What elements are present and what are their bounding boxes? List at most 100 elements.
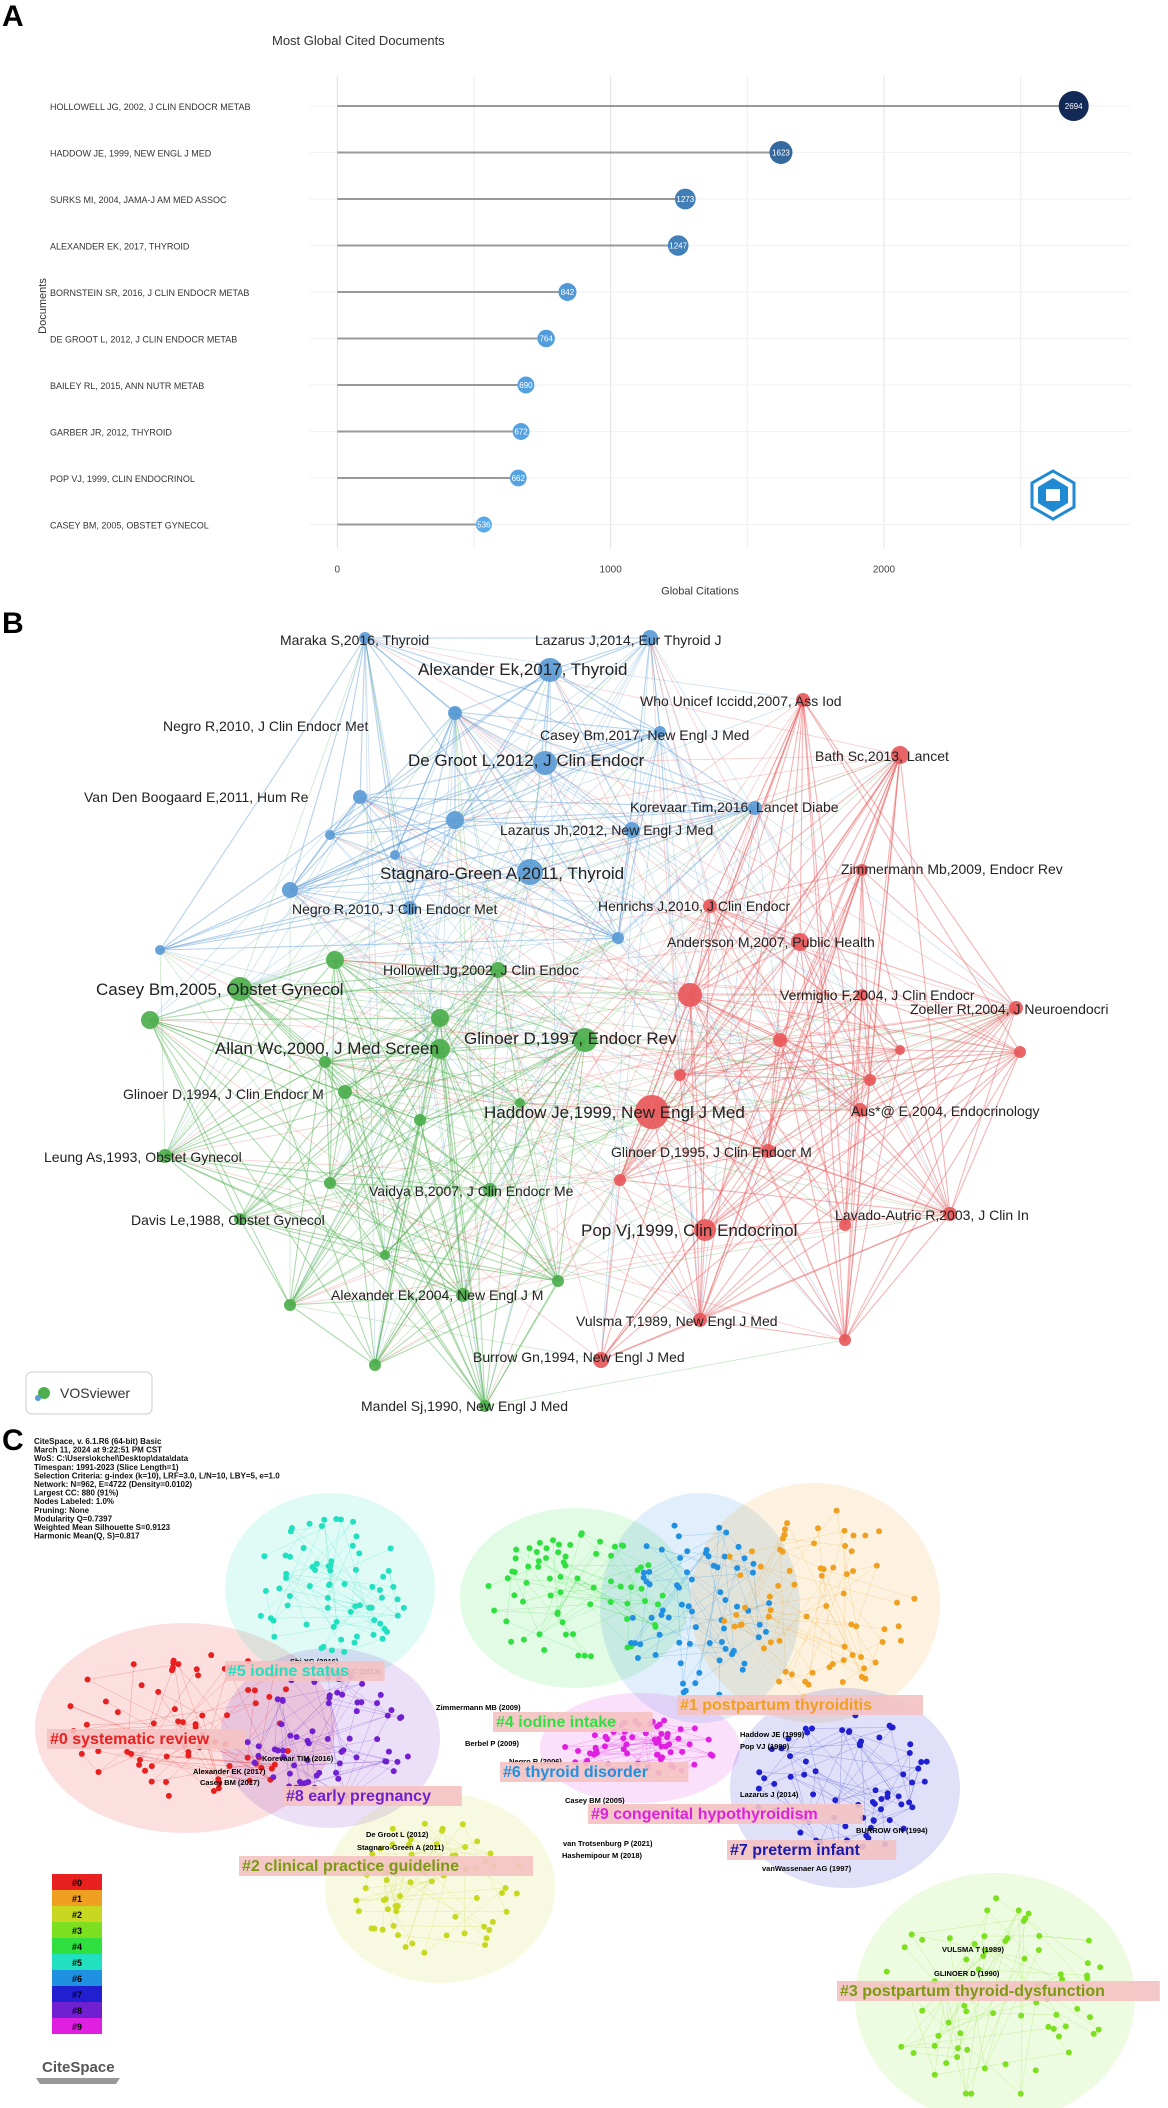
lollipop-dot [1058, 91, 1089, 121]
network-edge [149, 969, 499, 1021]
network-node [1065, 2049, 1072, 2056]
network-node [900, 1825, 907, 1832]
y-tick-label: SURKS MI, 2004, JAMA-J AM MED ASSOC [50, 195, 227, 205]
network-edge [164, 1155, 621, 1181]
network-edge [289, 871, 531, 891]
network-edge [329, 1697, 342, 1752]
network-edge [662, 1549, 707, 1611]
network-edge [441, 1830, 453, 1856]
info-line: March 11, 2024 at 9:22:51 PM CST [34, 1446, 162, 1455]
chart-c-citespace: CiteSpace, v. 6.1.R6 (64-bit) BasicMarch… [34, 1437, 1160, 2108]
network-node [487, 1850, 494, 1857]
panel-b-letter: B [2, 607, 24, 640]
network-edge [329, 834, 861, 1111]
network-edge [649, 637, 661, 733]
network-edge [594, 1734, 624, 1750]
network-edge [289, 889, 871, 1081]
network-edge [911, 1934, 1025, 1959]
network-edge [454, 711, 491, 1191]
network-node [909, 1779, 916, 1786]
network-node [353, 1708, 360, 1715]
network-node [993, 1895, 1000, 1902]
network-edge [779, 754, 901, 1041]
network-edge [439, 712, 456, 1019]
network-node [255, 1752, 262, 1759]
network-edge [283, 1751, 342, 1758]
network-node [791, 933, 809, 951]
network-node [340, 1747, 347, 1754]
network-node [990, 2010, 997, 2017]
network-edge [359, 796, 491, 1191]
network-node [808, 1725, 815, 1732]
network-node [766, 1600, 773, 1607]
network-node [346, 1735, 353, 1742]
network-edge [289, 969, 499, 1306]
legend-label: #5 [72, 1958, 82, 1968]
network-edge [439, 1017, 464, 1296]
network-node [963, 2008, 970, 2015]
network-node [377, 1845, 384, 1852]
network-node [655, 1735, 662, 1742]
network-edge [462, 699, 804, 1296]
network-edge [439, 969, 499, 1050]
network-edge [159, 949, 486, 1407]
network-node [389, 1841, 396, 1848]
network-node [368, 1604, 375, 1611]
network-node [734, 1564, 741, 1571]
network-edge [686, 1572, 759, 1638]
network-edge [409, 907, 619, 939]
network-node [801, 1771, 808, 1778]
network-edge [565, 1565, 632, 1588]
node-label: Haddow Je,1999, New Engl J Med [484, 1103, 745, 1122]
network-edge [239, 1218, 464, 1296]
network-edge [709, 905, 861, 1111]
network-node [954, 2054, 961, 2061]
network-edge [329, 807, 756, 836]
network-edge [159, 949, 706, 1231]
cluster-label-bg [500, 1762, 689, 1782]
network-edge [344, 731, 661, 1093]
network-edge [949, 1051, 1021, 1215]
network-edge [289, 1179, 621, 1306]
network-node [356, 1550, 363, 1557]
network-node [677, 1554, 684, 1561]
network-node [1021, 1955, 1028, 1962]
legend-swatch [52, 1922, 102, 1938]
network-node [696, 1669, 703, 1676]
network-node [136, 1761, 143, 1768]
network-edge [661, 1549, 745, 1664]
network-node [748, 1548, 755, 1555]
network-node [756, 1769, 763, 1776]
network-node [624, 1600, 631, 1607]
network-edge [880, 1796, 899, 1810]
network-node [456, 1288, 470, 1302]
network-node [665, 1614, 672, 1621]
network-edge [285, 1573, 334, 1628]
cluster-label: #4 iodine intake [496, 1714, 616, 1731]
network-edge [239, 969, 499, 990]
network-node [862, 1675, 869, 1682]
network-edge [334, 959, 464, 1296]
network-node [1085, 1937, 1092, 1944]
network-edge [439, 1039, 586, 1050]
network-node [547, 1592, 554, 1599]
network-node [707, 1751, 714, 1758]
network-edge [239, 988, 376, 1366]
network-node [287, 1528, 294, 1535]
cluster-label-bg [283, 1786, 462, 1806]
network-edge [289, 1119, 421, 1306]
network-node [1090, 2030, 1097, 2037]
network-edge [149, 1019, 901, 1051]
node-label: Who Unicef Iccidd,2007, Ass Iod [640, 693, 842, 709]
network-edge [649, 637, 781, 1041]
network-node [597, 1538, 604, 1545]
network-edge [81, 1753, 99, 1773]
network-node [538, 658, 562, 682]
network-edge [364, 637, 396, 856]
network-node [379, 1635, 386, 1642]
network-edge [651, 1049, 901, 1113]
vosviewer-badge [25, 1371, 153, 1415]
network-node [971, 1940, 978, 1947]
network-edge [861, 994, 951, 1215]
network-node [224, 1712, 231, 1719]
